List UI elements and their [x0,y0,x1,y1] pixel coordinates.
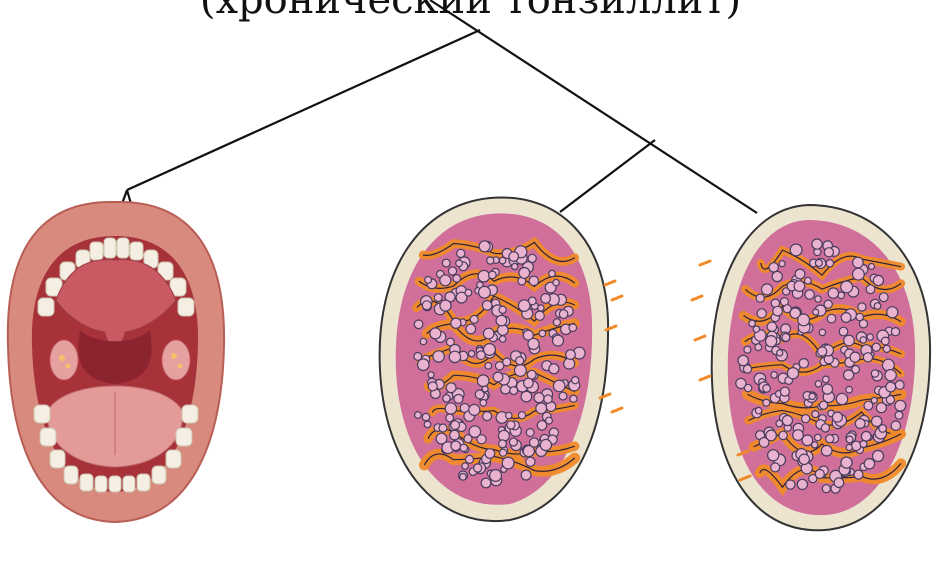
tonsil-section-right-icon [712,205,930,530]
leader-line-to-mouth [127,30,480,190]
leader-line-to-left-tonsil [560,140,655,212]
leader-line-main [430,0,757,213]
diagram-title: (хронический тонзиллит) [0,0,941,22]
open-mouth-icon [8,202,224,522]
tonsil-section-left-icon [380,197,608,521]
right-tonsil [162,340,190,380]
